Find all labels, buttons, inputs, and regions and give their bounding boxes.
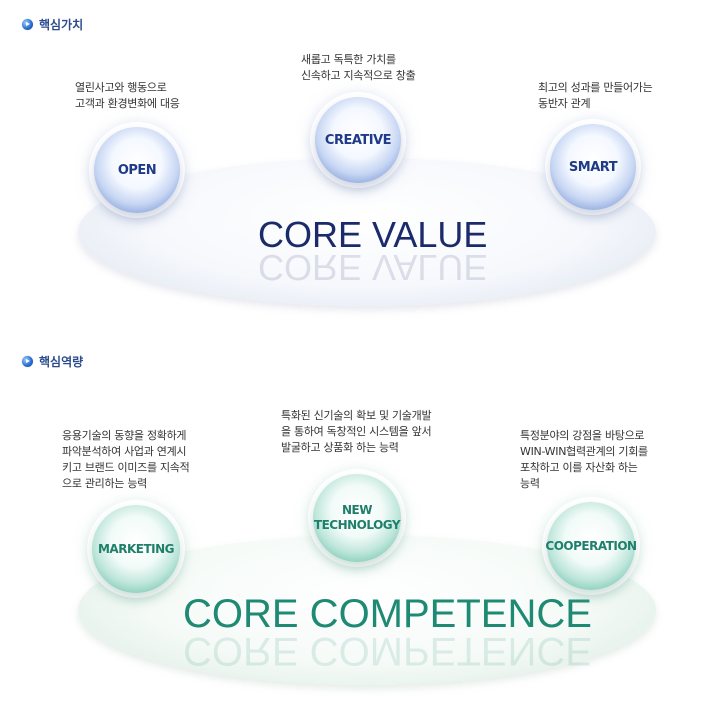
core-value-title-reflection: CORE VALUE [258, 247, 488, 288]
section-heading-core-value: 핵심가치 [22, 16, 83, 33]
sphere-creative: CREATIVE [315, 97, 401, 183]
sphere-smart: SMART [550, 124, 636, 210]
sphere-marketing: MARKETING [92, 505, 180, 593]
circle-arrow-icon [22, 19, 33, 30]
sphere-marketing-label: MARKETING [97, 541, 175, 556]
sphere-creative-label: CREATIVE [324, 132, 392, 148]
smart-description: 최고의 성과를 만들어가는 동반자 관계 [538, 81, 653, 110]
sphere-cooperation-label: COOPERATION [545, 538, 637, 553]
core-competence-title-reflection: CORE COMPETENCE [183, 629, 592, 673]
core-value-title: CORE VALUE [258, 214, 488, 255]
section-heading-core-competence: 핵심역량 [22, 353, 83, 370]
open-description: 열린사고와 행동으로 고객과 환경변화에 대응 [75, 81, 180, 110]
sphere-open-label: OPEN [117, 162, 157, 178]
sphere-new-technology-label: NEW TECHNOLOGY [313, 503, 401, 532]
marketing-description: 응용기술의 동향을 정확하게 파악분석하여 사업과 연계시 키고 브랜드 이미즈… [62, 429, 190, 490]
sphere-smart-label: SMART [568, 159, 618, 175]
core-value-heading: 핵심가치 [39, 18, 84, 32]
sphere-new-technology: NEW TECHNOLOGY [313, 474, 401, 562]
core-competence-title: CORE COMPETENCE [183, 592, 592, 636]
core-competence-heading: 핵심역량 [39, 355, 84, 369]
creative-description: 새롭고 독특한 가치를 신속하고 지속적으로 창출 [301, 53, 416, 82]
circle-arrow-icon [22, 356, 33, 367]
cooperation-description: 특정분야의 강점을 바탕으로 WIN-WIN협력관계의 기회를 포착하고 이를 … [520, 429, 648, 490]
sphere-open: OPEN [94, 127, 180, 213]
new-technology-description: 특화된 신기술의 확보 및 기술개발 을 통하여 독창적인 시스템을 앞서 발굴… [281, 409, 432, 454]
sphere-cooperation: COOPERATION [545, 502, 637, 590]
